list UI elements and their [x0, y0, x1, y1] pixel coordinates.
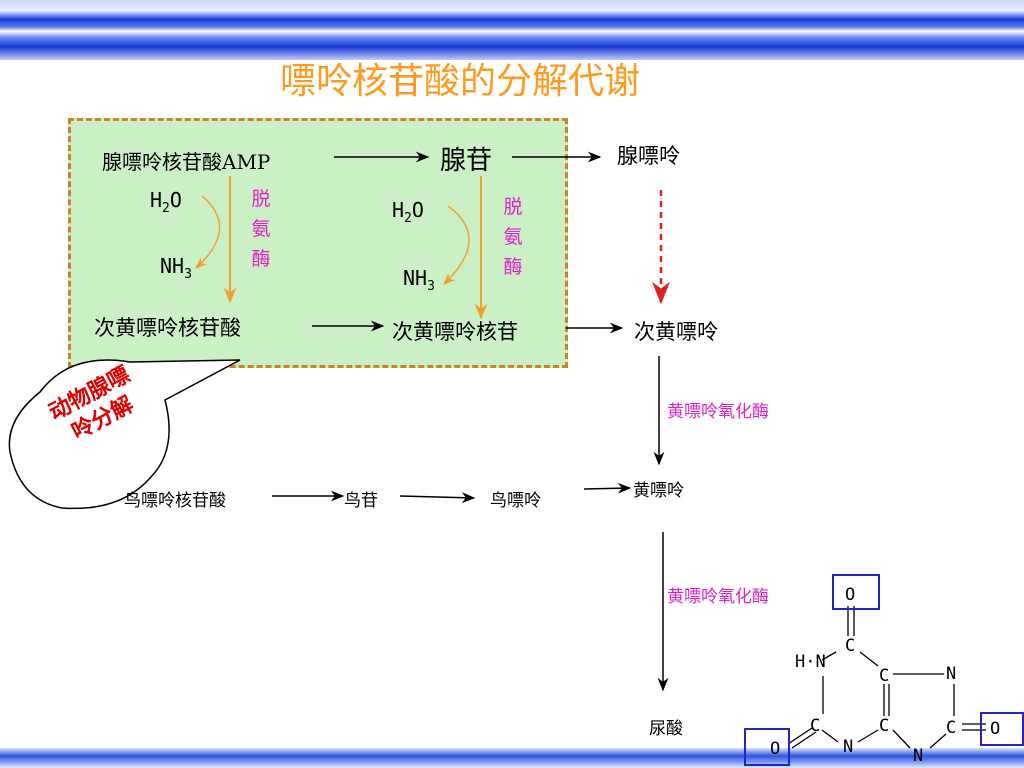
page-title: 嘌呤核苷酸的分解代谢 — [279, 61, 640, 102]
node-adenosine: 腺苷 — [440, 146, 493, 176]
nh3-label-1: NH3 — [160, 254, 192, 282]
node-xanthine: 黄嘌呤 — [633, 481, 684, 501]
atom-o-left: O — [770, 739, 781, 759]
callout-bubble — [8, 359, 241, 510]
atom-hn: H·N — [795, 652, 826, 672]
node-inosine: 次黄嘌呤核苷 — [392, 320, 518, 344]
atom-o-top: O — [845, 585, 856, 605]
node-amp: 腺嘌呤核苷酸AMP — [102, 150, 271, 174]
bottom-decorative-band — [0, 748, 1024, 768]
highlight-box-left-oxygen — [744, 728, 790, 766]
top-decorative-band — [0, 0, 1024, 60]
atom-n-bottom2: N — [913, 746, 924, 766]
arrow-guanine-to-xanthine — [583, 482, 632, 494]
uric-acid-structure-bonds — [787, 606, 986, 749]
highlight-box-top-oxygen — [832, 574, 880, 610]
atom-c-left: C — [810, 716, 821, 736]
h2o-label-2: H2O — [392, 198, 424, 226]
node-uric-acid: 尿酸 — [649, 719, 683, 739]
arrow-guanosine-to-guanine — [399, 492, 476, 504]
atom-c-right: C — [946, 718, 957, 738]
atom-c-bottom: C — [879, 716, 890, 736]
deaminase-label-2: 脱氨酶 — [503, 196, 523, 278]
node-adenine: 腺嘌呤 — [617, 144, 680, 168]
orange-curve-h2o-to-nh3-2 — [443, 205, 470, 285]
atom-o-right: O — [990, 719, 1001, 739]
nh3-label-2: NH3 — [403, 266, 435, 294]
node-guanine: 鸟嘌呤 — [490, 491, 541, 511]
node-imp: 次黄嘌呤核苷酸 — [94, 316, 241, 340]
atom-n-bottom: N — [843, 737, 854, 757]
node-guanosine: 鸟苷 — [344, 491, 378, 511]
h2o-label-1: H2O — [150, 188, 182, 216]
enzyme-xanthine-oxidase-2: 黄嘌呤氧化酶 — [667, 587, 769, 607]
atom-n-right: N — [946, 664, 957, 684]
node-hypoxanthine: 次黄嘌呤 — [634, 320, 718, 344]
deaminase-label-1: 脱氨酶 — [251, 188, 271, 270]
atom-c-top: C — [845, 636, 856, 656]
node-gmp: 鸟嘌呤核苷酸 — [124, 491, 226, 511]
enzyme-xanthine-oxidase-1: 黄嘌呤氧化酶 — [667, 402, 769, 422]
orange-curve-h2o-to-nh3-1 — [195, 195, 221, 269]
atom-c-mid: C — [879, 666, 890, 686]
highlight-box-right-oxygen — [980, 712, 1024, 746]
